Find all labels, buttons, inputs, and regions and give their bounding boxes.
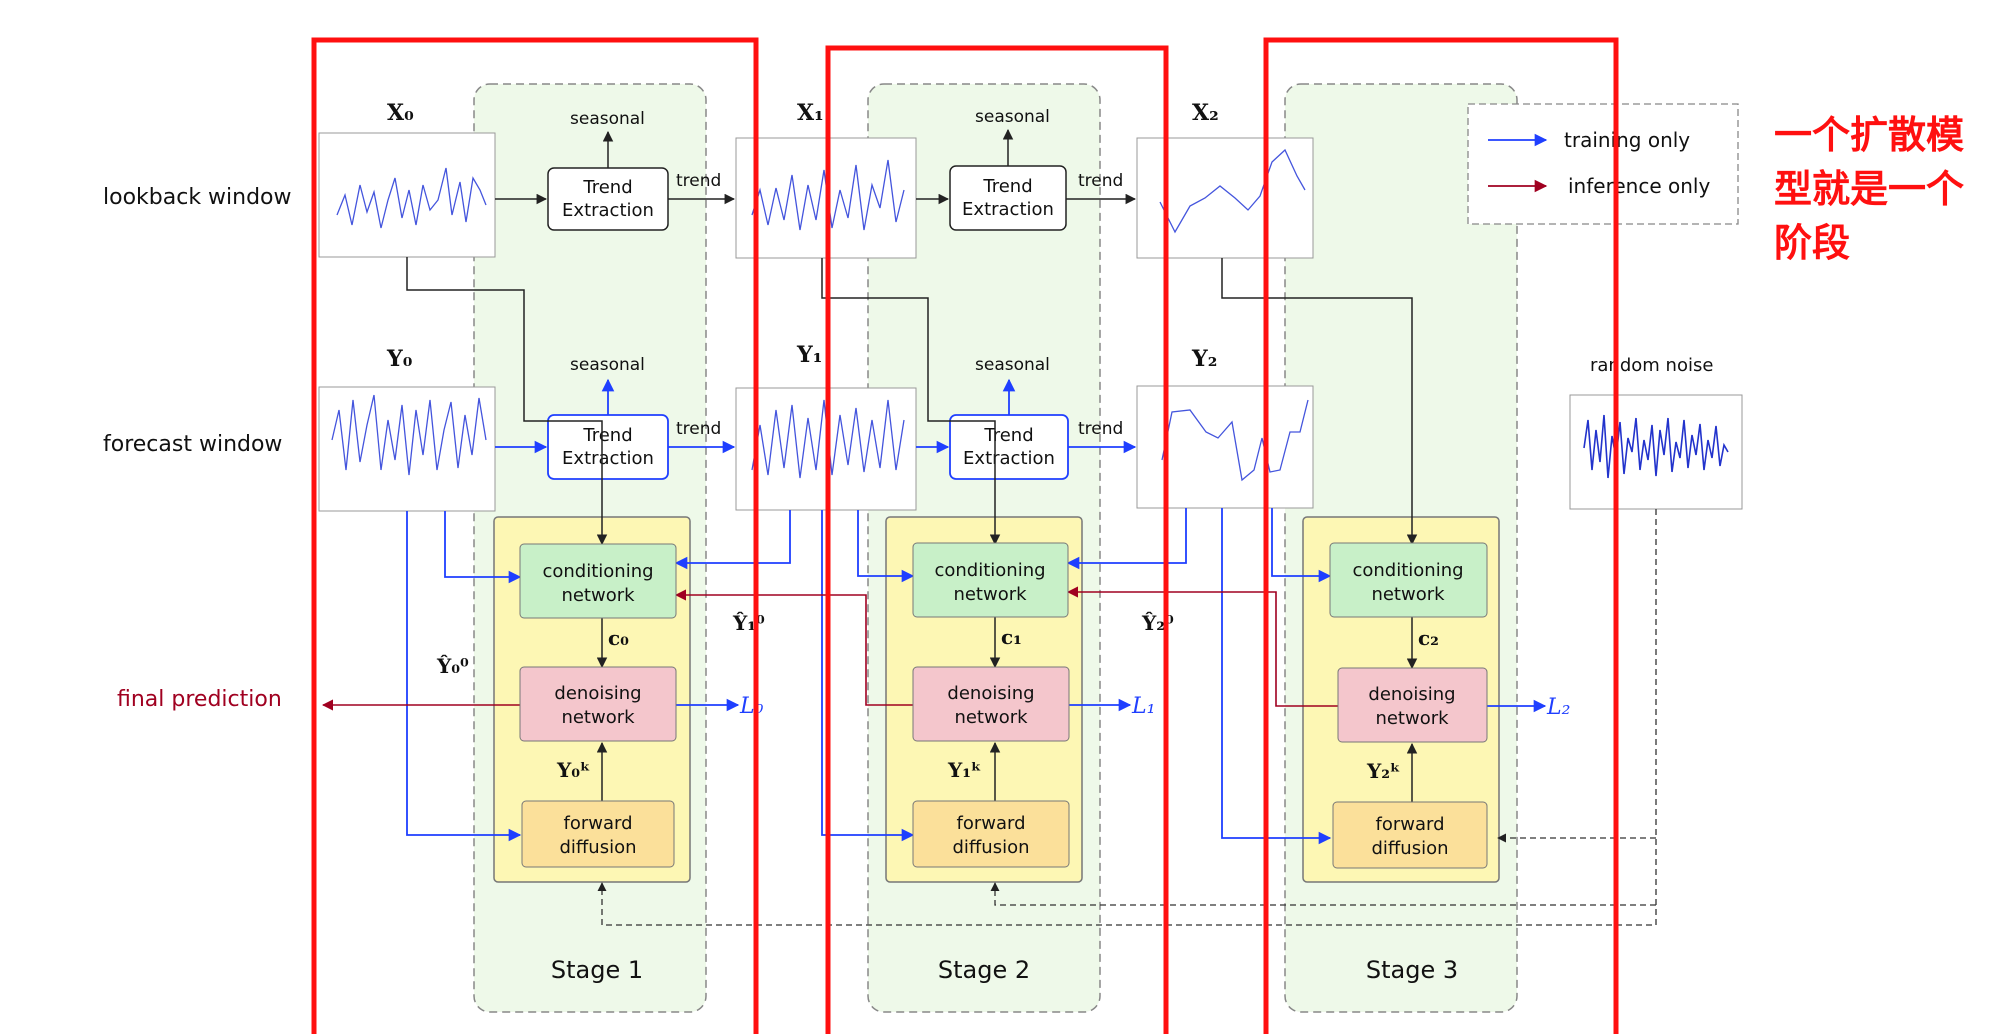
- svg-text:network: network: [561, 707, 635, 728]
- svg-text:denoising: denoising: [554, 683, 641, 704]
- stage-1-forward-diffusion: forward diffusion: [521, 800, 675, 868]
- y1-label: Y₁: [796, 342, 822, 368]
- stage-2-trend-extraction-top: Trend Extraction: [949, 165, 1067, 231]
- svg-text:conditioning: conditioning: [1352, 560, 1463, 581]
- training-arrows: [406, 378, 1547, 845]
- random-noise-label: random noise: [1590, 355, 1713, 376]
- svg-text:Extraction: Extraction: [963, 448, 1055, 469]
- forecast-plot-y0: [318, 386, 496, 512]
- x2-label: X₂: [1192, 100, 1219, 126]
- highlight-frame-stage-3: [1263, 37, 1619, 1034]
- y0-label: Y₀: [386, 346, 413, 372]
- stage-2-forward-diffusion: forward diffusion: [912, 800, 1070, 868]
- highlight-frame-stage-1: [311, 37, 759, 1034]
- svg-text:network: network: [953, 584, 1027, 605]
- svg-text:Extraction: Extraction: [562, 448, 654, 469]
- stage-3-yk-label: Y₂ᵏ: [1366, 759, 1401, 783]
- svg-text:Extraction: Extraction: [962, 199, 1054, 220]
- annotation-line-2: 型就是一个: [1774, 167, 1964, 211]
- stage-1-trend-top: trend: [676, 171, 721, 191]
- svg-text:denoising: denoising: [1368, 684, 1455, 705]
- stage-1-loss: L₀: [739, 694, 764, 719]
- top-row-arrows: [406, 128, 1418, 802]
- stage-1-trend-bottom: trend: [676, 419, 721, 439]
- stage-2-seasonal-top: seasonal: [975, 107, 1050, 127]
- svg-text:forward: forward: [1375, 814, 1444, 835]
- stage-1-c-label: c₀: [608, 626, 629, 650]
- highlight-frame-stage-2: [825, 45, 1169, 1034]
- stage-3-forward-diffusion: forward diffusion: [1332, 801, 1488, 869]
- svg-text:network: network: [1371, 584, 1445, 605]
- svg-text:denoising: denoising: [947, 683, 1034, 704]
- stage-1-conditioning-network: conditioning network: [519, 543, 677, 619]
- stage-2-trend-top: trend: [1078, 171, 1123, 191]
- svg-text:conditioning: conditioning: [934, 560, 1045, 581]
- lookback-plot-x0: [318, 132, 496, 258]
- svg-text:Trend: Trend: [582, 425, 632, 446]
- forecast-window-label: forecast window: [103, 432, 282, 457]
- y2-label: Y₂: [1191, 346, 1217, 372]
- svg-text:Trend: Trend: [982, 176, 1032, 197]
- y0-hat-label: Ŷ₀⁰: [436, 654, 469, 678]
- stage-1-seasonal-bottom: seasonal: [570, 355, 645, 375]
- svg-text:forward: forward: [563, 813, 632, 834]
- legend-training: training only: [1564, 128, 1690, 152]
- lookback-window-label: lookback window: [103, 185, 292, 210]
- inference-arrows: [321, 586, 1338, 711]
- stage-1-title: Stage 1: [551, 956, 643, 984]
- svg-text:conditioning: conditioning: [542, 561, 653, 582]
- stage-2-yk-label: Y₁ᵏ: [947, 758, 982, 782]
- stage-2-c-label: c₁: [1001, 625, 1022, 649]
- stage-2-conditioning-network: conditioning network: [912, 542, 1069, 618]
- stage-3-title: Stage 3: [1366, 956, 1458, 984]
- noise-dashed-arrows: [597, 509, 1657, 926]
- stage-2-trend-bottom: trend: [1078, 419, 1123, 439]
- annotation-line-3: 阶段: [1774, 221, 1850, 265]
- y2-hat-label: Ŷ₂⁰: [1141, 611, 1174, 635]
- stage-3-c-label: c₂: [1418, 626, 1439, 650]
- legend-inference: inference only: [1568, 174, 1710, 198]
- svg-text:Extraction: Extraction: [562, 200, 654, 221]
- svg-text:Trend: Trend: [582, 177, 632, 198]
- annotation-line-1: 一个扩散模: [1774, 113, 1964, 157]
- y1-hat-label: Ŷ₁⁰: [732, 611, 765, 635]
- stage-2-title: Stage 2: [938, 956, 1030, 984]
- final-prediction-label: final prediction: [117, 687, 282, 712]
- stage-1-trend-extraction-bottom: Trend Extraction: [547, 414, 669, 480]
- x1-label: X₁: [797, 100, 824, 126]
- forecast-plot-y2: [1136, 385, 1314, 509]
- random-noise-plot: [1569, 394, 1743, 510]
- svg-text:diffusion: diffusion: [1371, 838, 1448, 859]
- annotation-text: 一个扩散模 型就是一个 阶段: [1774, 113, 1964, 265]
- stage-3-conditioning-network: conditioning network: [1329, 542, 1488, 618]
- stage-1-yk-label: Y₀ᵏ: [556, 758, 591, 782]
- svg-text:diffusion: diffusion: [952, 837, 1029, 858]
- stage-2-denoising-network: denoising network: [912, 666, 1070, 742]
- stage-3-denoising-network: denoising network: [1337, 667, 1488, 743]
- svg-text:forward: forward: [956, 813, 1025, 834]
- stage-2-seasonal-bottom: seasonal: [975, 355, 1050, 375]
- stage-2-loss: L₁: [1131, 694, 1155, 719]
- legend: training only inference only: [1467, 103, 1739, 225]
- svg-text:diffusion: diffusion: [559, 837, 636, 858]
- stage-1-seasonal-top: seasonal: [570, 109, 645, 129]
- x0-label: X₀: [387, 100, 414, 126]
- svg-text:network: network: [954, 707, 1028, 728]
- svg-text:network: network: [1375, 708, 1449, 729]
- svg-text:network: network: [561, 585, 635, 606]
- stage-3-loss: L₂: [1546, 695, 1570, 720]
- stage-1-denoising-network: denoising network: [519, 666, 677, 742]
- stage-1-trend-extraction-top: Trend Extraction: [547, 167, 669, 231]
- stage-2-trend-extraction-bottom: Trend Extraction: [949, 414, 1069, 480]
- svg-text:Trend: Trend: [983, 425, 1033, 446]
- lookback-plot-x2: [1136, 137, 1314, 259]
